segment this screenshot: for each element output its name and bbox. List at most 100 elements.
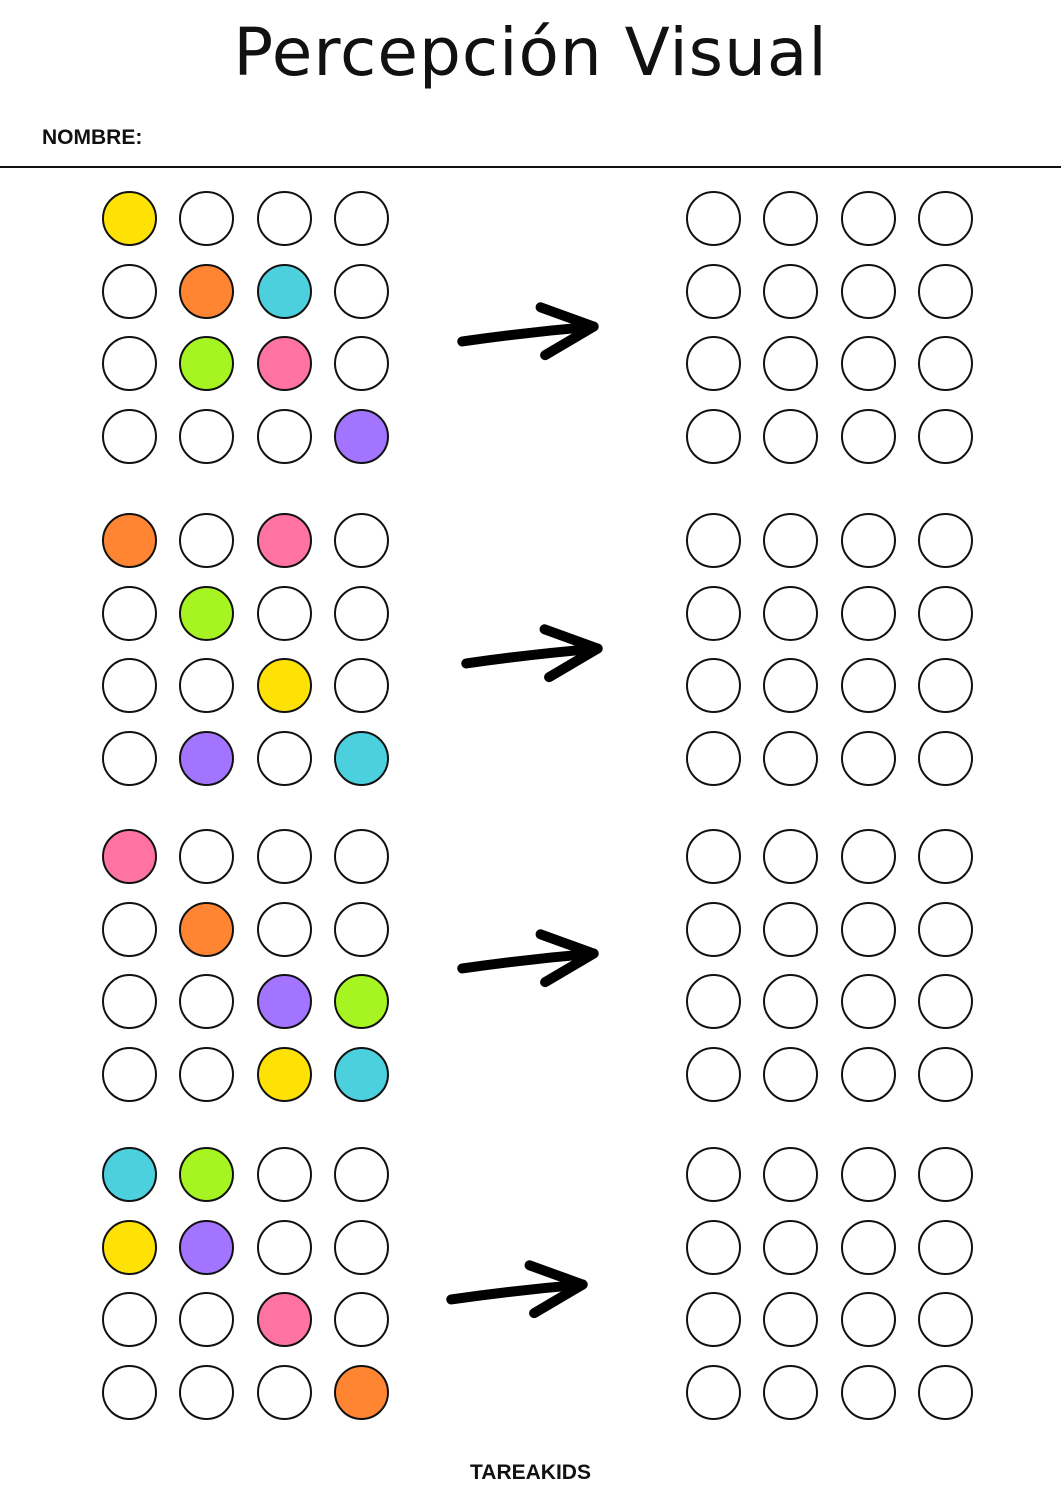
answer-circle[interactable]	[686, 1364, 741, 1420]
empty-circle	[334, 658, 389, 713]
arrow-right-icon	[446, 1260, 588, 1319]
empty-circle	[179, 658, 234, 713]
answer-circle[interactable]	[918, 901, 973, 957]
answer-circle[interactable]	[841, 1219, 896, 1275]
answer-circle[interactable]	[686, 1292, 741, 1347]
answer-circle[interactable]	[841, 336, 896, 391]
empty-circle	[102, 1364, 157, 1420]
answer-circle[interactable]	[918, 191, 973, 246]
answer-circle[interactable]	[841, 191, 896, 246]
answer-circle[interactable]	[686, 901, 741, 957]
answer-circle[interactable]	[763, 1046, 818, 1102]
empty-circle	[179, 513, 234, 568]
colored-circle	[257, 336, 312, 391]
name-label: NOMBRE:	[42, 126, 143, 149]
empty-circle	[334, 1219, 389, 1275]
empty-circle	[257, 1219, 312, 1275]
colored-circle	[334, 974, 389, 1029]
answer-circle[interactable]	[918, 1219, 973, 1275]
answer-circle[interactable]	[686, 1147, 741, 1202]
arrow-right-icon	[457, 302, 599, 361]
answer-circle[interactable]	[686, 829, 741, 884]
answer-circle[interactable]	[841, 658, 896, 713]
answer-circle[interactable]	[763, 408, 818, 464]
answer-circle[interactable]	[918, 1364, 973, 1420]
answer-circle[interactable]	[841, 730, 896, 786]
answer-circle[interactable]	[918, 1292, 973, 1347]
answer-circle[interactable]	[918, 658, 973, 713]
answer-circle[interactable]	[763, 513, 818, 568]
answer-circle[interactable]	[763, 829, 818, 884]
answer-circle[interactable]	[763, 585, 818, 641]
answer-circle[interactable]	[686, 585, 741, 641]
empty-circle	[102, 585, 157, 641]
answer-circle[interactable]	[763, 658, 818, 713]
answer-circle[interactable]	[841, 829, 896, 884]
answer-circle[interactable]	[918, 730, 973, 786]
empty-circle	[179, 1364, 234, 1420]
page-title: Percepción Visual	[233, 14, 828, 91]
answer-circle[interactable]	[686, 408, 741, 464]
answer-circle[interactable]	[841, 585, 896, 641]
empty-circle	[334, 829, 389, 884]
answer-circle[interactable]	[918, 1046, 973, 1102]
empty-circle	[334, 1292, 389, 1347]
answer-circle[interactable]	[686, 1219, 741, 1275]
answer-circle[interactable]	[841, 1046, 896, 1102]
answer-circle[interactable]	[686, 513, 741, 568]
answer-circle[interactable]	[841, 408, 896, 464]
empty-circle	[179, 191, 234, 246]
empty-circle	[179, 408, 234, 464]
answer-circle[interactable]	[763, 974, 818, 1029]
answer-circle[interactable]	[918, 829, 973, 884]
empty-circle	[102, 263, 157, 319]
answer-circle[interactable]	[841, 1364, 896, 1420]
colored-circle	[334, 408, 389, 464]
answer-circle[interactable]	[686, 336, 741, 391]
answer-circle[interactable]	[686, 730, 741, 786]
answer-circle[interactable]	[763, 336, 818, 391]
colored-circle	[257, 1046, 312, 1102]
answer-circle[interactable]	[841, 263, 896, 319]
empty-circle	[102, 730, 157, 786]
answer-circle[interactable]	[918, 585, 973, 641]
answer-circle[interactable]	[763, 191, 818, 246]
answer-circle[interactable]	[763, 1147, 818, 1202]
colored-circle	[179, 585, 234, 641]
answer-circle[interactable]	[918, 974, 973, 1029]
answer-circle[interactable]	[686, 191, 741, 246]
answer-circle[interactable]	[841, 901, 896, 957]
answer-circle[interactable]	[763, 1292, 818, 1347]
answer-circle[interactable]	[841, 1147, 896, 1202]
answer-circle[interactable]	[918, 408, 973, 464]
answer-circle[interactable]	[918, 513, 973, 568]
empty-circle	[257, 1364, 312, 1420]
answer-circle[interactable]	[763, 263, 818, 319]
answer-circle[interactable]	[841, 1292, 896, 1347]
colored-circle	[179, 336, 234, 391]
answer-circle[interactable]	[841, 513, 896, 568]
colored-circle	[102, 191, 157, 246]
answer-circle[interactable]	[686, 263, 741, 319]
answer-circle[interactable]	[918, 336, 973, 391]
colored-circle	[102, 1147, 157, 1202]
answer-circle[interactable]	[686, 658, 741, 713]
answer-circle[interactable]	[686, 974, 741, 1029]
colored-circle	[179, 1219, 234, 1275]
answer-circle[interactable]	[841, 974, 896, 1029]
answer-circle[interactable]	[763, 1219, 818, 1275]
answer-circle[interactable]	[763, 730, 818, 786]
arrow-right-icon	[457, 929, 599, 988]
colored-circle	[102, 829, 157, 884]
answer-circle[interactable]	[763, 901, 818, 957]
answer-circle[interactable]	[918, 1147, 973, 1202]
answer-circle[interactable]	[918, 263, 973, 319]
answer-circle[interactable]	[686, 1046, 741, 1102]
empty-circle	[179, 1292, 234, 1347]
colored-circle	[257, 513, 312, 568]
answer-circle[interactable]	[763, 1364, 818, 1420]
colored-circle	[179, 901, 234, 957]
empty-circle	[102, 1292, 157, 1347]
empty-circle	[102, 336, 157, 391]
empty-circle	[179, 974, 234, 1029]
